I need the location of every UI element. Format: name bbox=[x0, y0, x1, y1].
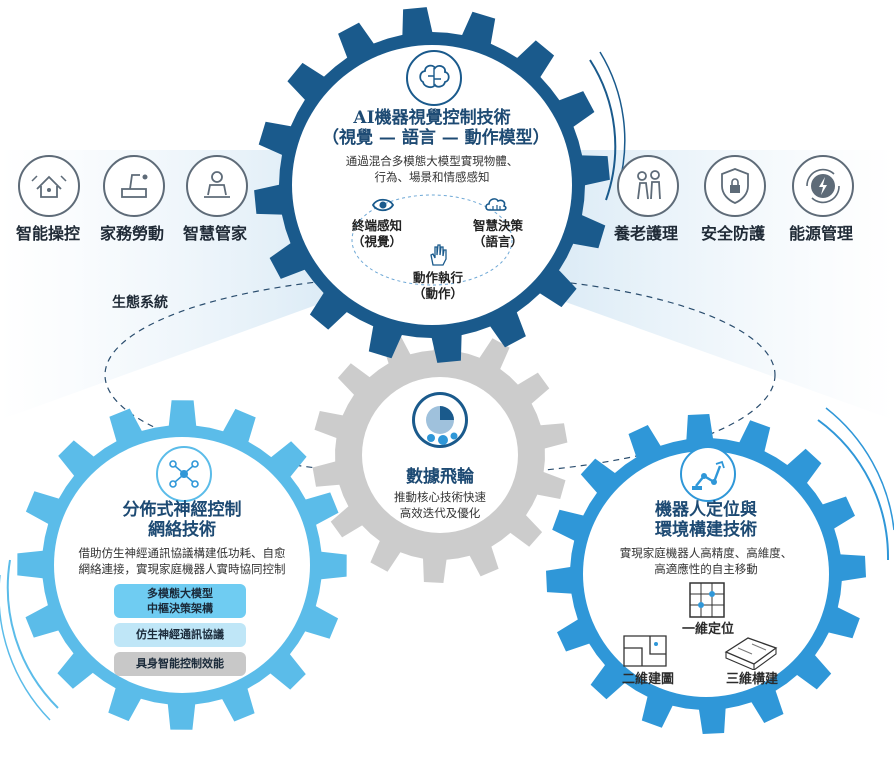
left-gear-title: 分佈式神經控制 bbox=[122, 500, 242, 520]
three-d-label: 三維構建 bbox=[725, 672, 778, 687]
right-motion-arc bbox=[817, 419, 890, 561]
cloud-icon bbox=[485, 198, 507, 211]
butler-icon bbox=[186, 155, 248, 217]
data-pie-icon bbox=[412, 392, 468, 448]
left-item-label: 智能操控 bbox=[15, 224, 80, 243]
eye-icon bbox=[372, 198, 394, 212]
pill-line: 多模態大模型 bbox=[147, 587, 213, 600]
one-d-label: 一維定位 bbox=[681, 622, 734, 637]
right-item-label: 能源管理 bbox=[788, 224, 853, 243]
right-gear-body: 實現家庭機器人高精度、高維度、 bbox=[619, 546, 793, 560]
top-gear-title: AI機器視覺控制技術 bbox=[353, 108, 511, 128]
top-gear-subtitle: （視覺 — 語言 — 動作模型） bbox=[322, 128, 550, 148]
right-light-beam bbox=[560, 150, 894, 420]
hand-icon bbox=[430, 244, 447, 266]
elderly-care-icon bbox=[617, 155, 679, 217]
decision-node: 智慧決策 bbox=[472, 218, 523, 233]
smart-home-icon bbox=[18, 155, 80, 217]
right-gear-title: 機器人定位與 bbox=[655, 500, 757, 520]
right-gear-body: 高適應性的自主移動 bbox=[654, 562, 758, 576]
center-gear-body: 推動核心技術快速 bbox=[394, 490, 486, 504]
top-gear-body: 通過混合多模態大模型實現物體、 bbox=[345, 154, 519, 168]
architecture-pill: 多模態大模型 中樞決策架構 bbox=[114, 584, 246, 618]
grid-positioning-icon bbox=[689, 582, 725, 618]
action-node: 動作執行 bbox=[412, 270, 463, 285]
floor-plan-icon bbox=[623, 635, 667, 667]
two-d-label: 二維建圖 bbox=[621, 672, 674, 687]
pill-line: 中樞決策架構 bbox=[147, 602, 213, 615]
perception-node: 終端感知 bbox=[351, 218, 402, 233]
top-motion-arc bbox=[589, 59, 617, 201]
center-gear-hub bbox=[362, 377, 518, 533]
right-item-label: 養老護理 bbox=[613, 224, 678, 243]
brain-icon bbox=[406, 50, 462, 106]
efficiency-pill: 具身智能控制效能 bbox=[114, 652, 246, 676]
center-gear-title: 數據飛輪 bbox=[406, 467, 474, 487]
top-gear-hub bbox=[292, 45, 572, 325]
left-motion-arc-2 bbox=[0, 575, 51, 721]
right-item-label: 安全防護 bbox=[700, 224, 765, 243]
left-gear-title-2: 網絡技術 bbox=[148, 520, 216, 540]
ecosystem-label: 生態系統 bbox=[112, 295, 168, 311]
left-item-label: 智慧管家 bbox=[182, 224, 247, 243]
security-shield-icon bbox=[704, 155, 766, 217]
left-item-label: 家務勞動 bbox=[99, 224, 164, 243]
left-motion-arc bbox=[6, 559, 59, 709]
left-gear-body: 借助仿生神經通訊協議構建低功耗、自愈 bbox=[78, 546, 286, 560]
left-gear-body: 網絡連接，實現家庭機器人實時協同控制 bbox=[78, 562, 286, 576]
protocol-pill: 仿生神經通訊協議 bbox=[114, 623, 246, 647]
center-gear-body: 高效迭代及優化 bbox=[399, 506, 481, 520]
action-node-sub: （動作） bbox=[412, 286, 463, 301]
energy-icon bbox=[792, 155, 854, 217]
3d-room-icon bbox=[724, 637, 778, 670]
robot-arm-icon bbox=[680, 446, 736, 502]
perception-node-sub: （視覺） bbox=[351, 234, 402, 249]
housework-icon bbox=[103, 155, 165, 217]
neural-network-icon bbox=[156, 446, 212, 502]
right-motion-arc-2 bbox=[825, 407, 894, 531]
top-cycle-ring bbox=[351, 194, 513, 286]
top-gear-body: 行為、場景和情感感知 bbox=[374, 170, 490, 184]
decision-node-sub: （語言） bbox=[472, 234, 523, 249]
right-gear-title-2: 環境構建技術 bbox=[655, 520, 757, 540]
left-light-beam bbox=[0, 150, 330, 420]
